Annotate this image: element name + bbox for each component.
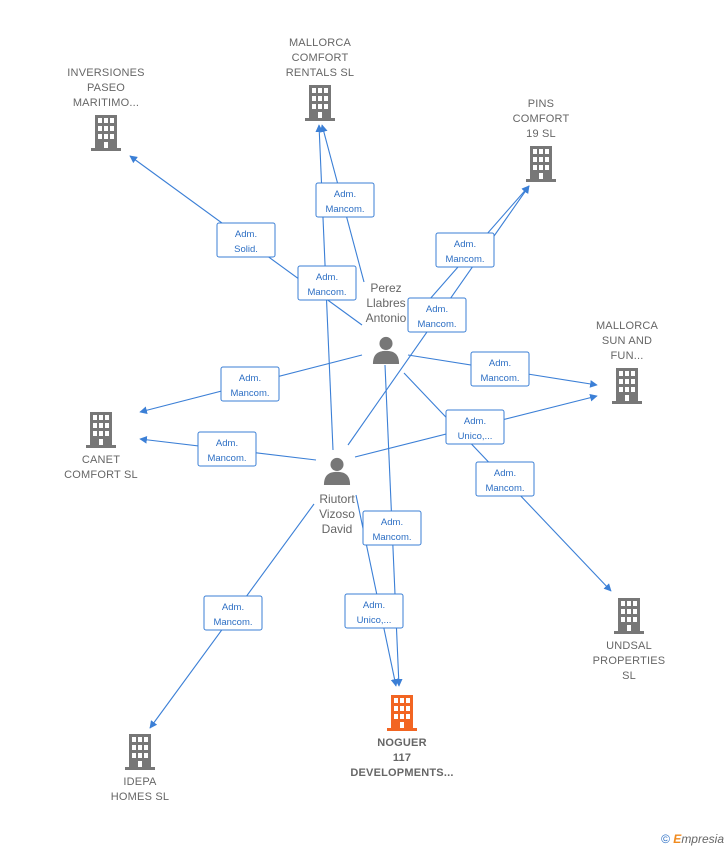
company-label: MALLORCA bbox=[289, 37, 352, 49]
relation-label[interactable]: Adm. Mancom. bbox=[297, 265, 357, 301]
relation-label[interactable]: Adm. Mancom. bbox=[197, 431, 257, 467]
company-node-undsal[interactable]: UNDSAL PROPERTIES SL bbox=[593, 598, 666, 682]
company-label: COMFORT SL bbox=[64, 469, 138, 481]
company-label: FUN... bbox=[611, 350, 644, 362]
relation-label-text: Mancom. bbox=[485, 483, 524, 494]
relation-label-text: Adm. bbox=[464, 416, 486, 427]
building-icon bbox=[612, 368, 642, 404]
relation-label-text: Adm. bbox=[334, 189, 356, 200]
company-label: INVERSIONES bbox=[67, 67, 144, 79]
relation-label-text: Adm. bbox=[494, 468, 516, 479]
relation-label-text: Adm. bbox=[316, 272, 338, 283]
company-label: SL bbox=[622, 670, 636, 682]
company-label: HOMES SL bbox=[111, 791, 169, 803]
relation-label[interactable]: Adm. Mancom. bbox=[435, 232, 495, 268]
company-node-idepa[interactable]: IDEPA HOMES SL bbox=[111, 734, 169, 803]
company-node-inversiones[interactable]: INVERSIONES PASEO MARITIMO... bbox=[67, 67, 144, 151]
company-node-mallorca-comfort[interactable]: MALLORCA COMFORT RENTALS SL bbox=[286, 37, 354, 121]
building-icon bbox=[305, 85, 335, 121]
company-label: CANET bbox=[82, 454, 120, 466]
company-label: 117 bbox=[393, 752, 411, 764]
relation-label[interactable]: Adm. Mancom. bbox=[362, 510, 422, 546]
building-icon bbox=[526, 146, 556, 182]
relation-label-text: Unico,... bbox=[357, 615, 392, 626]
person-label: Antonio bbox=[366, 311, 407, 325]
company-label: RENTALS SL bbox=[286, 67, 354, 79]
company-label: PINS bbox=[528, 98, 554, 110]
company-label: UNDSAL bbox=[606, 640, 652, 652]
relation-label[interactable]: Adm. Mancom. bbox=[315, 182, 375, 218]
company-node-pins[interactable]: PINS COMFORT 19 SL bbox=[513, 98, 570, 182]
company-node-noguer[interactable]: NOGUER 117DEVELOPMENTS... bbox=[350, 695, 453, 779]
company-label: PROPERTIES bbox=[593, 655, 666, 667]
brand-name: mpresia bbox=[681, 832, 724, 846]
relation-label-text: Adm. bbox=[454, 239, 476, 250]
relation-label-text: Unico,... bbox=[458, 431, 493, 442]
relation-label-text: Mancom. bbox=[230, 388, 269, 399]
company-label: SUN AND bbox=[602, 335, 652, 347]
relation-label-text: Adm. bbox=[239, 373, 261, 384]
relation-label-text: Mancom. bbox=[480, 373, 519, 384]
relation-label[interactable]: Adm. Mancom. bbox=[475, 461, 535, 497]
relation-label[interactable]: Adm. Mancom. bbox=[407, 297, 467, 333]
building-icon bbox=[86, 412, 116, 448]
relations-layer: Adm. Solid. Adm. Mancom. Adm. Mancom. Adm. Manc… bbox=[197, 182, 535, 631]
company-label: MARITIMO... bbox=[73, 97, 139, 109]
relation-label-text: Mancom. bbox=[325, 204, 364, 215]
company-label: COMFORT bbox=[513, 113, 570, 125]
company-label: 19 SL bbox=[526, 128, 556, 140]
relation-label[interactable]: Adm. Mancom. bbox=[470, 351, 530, 387]
company-label: NOGUER bbox=[377, 737, 426, 749]
relation-label-text: Adm. bbox=[235, 229, 257, 240]
company-label: MALLORCA bbox=[596, 320, 659, 332]
company-node-canet[interactable]: CANET COMFORT SL bbox=[64, 412, 138, 481]
relation-label[interactable]: Adm. Solid. bbox=[216, 222, 276, 258]
company-label: IDEPA bbox=[123, 776, 157, 788]
company-label: PASEO bbox=[87, 82, 125, 94]
company-label: COMFORT bbox=[292, 52, 349, 64]
person-label: Vizoso bbox=[319, 507, 355, 521]
company-label: DEVELOPMENTS... bbox=[350, 767, 453, 779]
relation-label-text: Mancom. bbox=[372, 532, 411, 543]
building-icon bbox=[387, 695, 417, 731]
relation-label[interactable]: Adm. Unico,... bbox=[445, 409, 505, 445]
building-icon bbox=[91, 115, 121, 151]
copyright-icon: © bbox=[661, 832, 670, 846]
relation-label-text: Mancom. bbox=[213, 617, 252, 628]
relation-label-text: Adm. bbox=[381, 517, 403, 528]
relation-label[interactable]: Adm. Mancom. bbox=[220, 366, 280, 402]
relation-label-text: Adm. bbox=[363, 600, 385, 611]
nodes-layer: INVERSIONES PASEO MARITIMO... MALLORCA COMFO… bbox=[64, 37, 665, 803]
empresia-logo: © Empresia bbox=[661, 832, 724, 846]
relation-label[interactable]: Adm. Unico,... bbox=[344, 593, 404, 629]
person-icon bbox=[323, 457, 351, 485]
brand-initial: E bbox=[673, 832, 682, 846]
relation-label-text: Mancom. bbox=[417, 319, 456, 330]
relation-label-text: Mancom. bbox=[307, 287, 346, 298]
relation-label-text: Adm. bbox=[426, 304, 448, 315]
person-label: Perez bbox=[370, 281, 401, 295]
person-icon bbox=[372, 336, 400, 364]
building-icon bbox=[614, 598, 644, 634]
relation-label-text: Solid. bbox=[234, 244, 258, 255]
relation-label[interactable]: Adm. Mancom. bbox=[203, 595, 263, 631]
person-label: Llabres bbox=[366, 296, 405, 310]
relation-label-text: Adm. bbox=[222, 602, 244, 613]
company-node-mallorca-sun[interactable]: MALLORCA SUN AND FUN... bbox=[596, 320, 659, 404]
person-label: Riutort bbox=[319, 492, 355, 506]
relation-label-text: Mancom. bbox=[445, 254, 484, 265]
relation-label-text: Adm. bbox=[489, 358, 511, 369]
relation-label-text: Adm. bbox=[216, 438, 238, 449]
person-label: David bbox=[322, 522, 353, 536]
relation-label-text: Mancom. bbox=[207, 453, 246, 464]
building-icon bbox=[125, 734, 155, 770]
